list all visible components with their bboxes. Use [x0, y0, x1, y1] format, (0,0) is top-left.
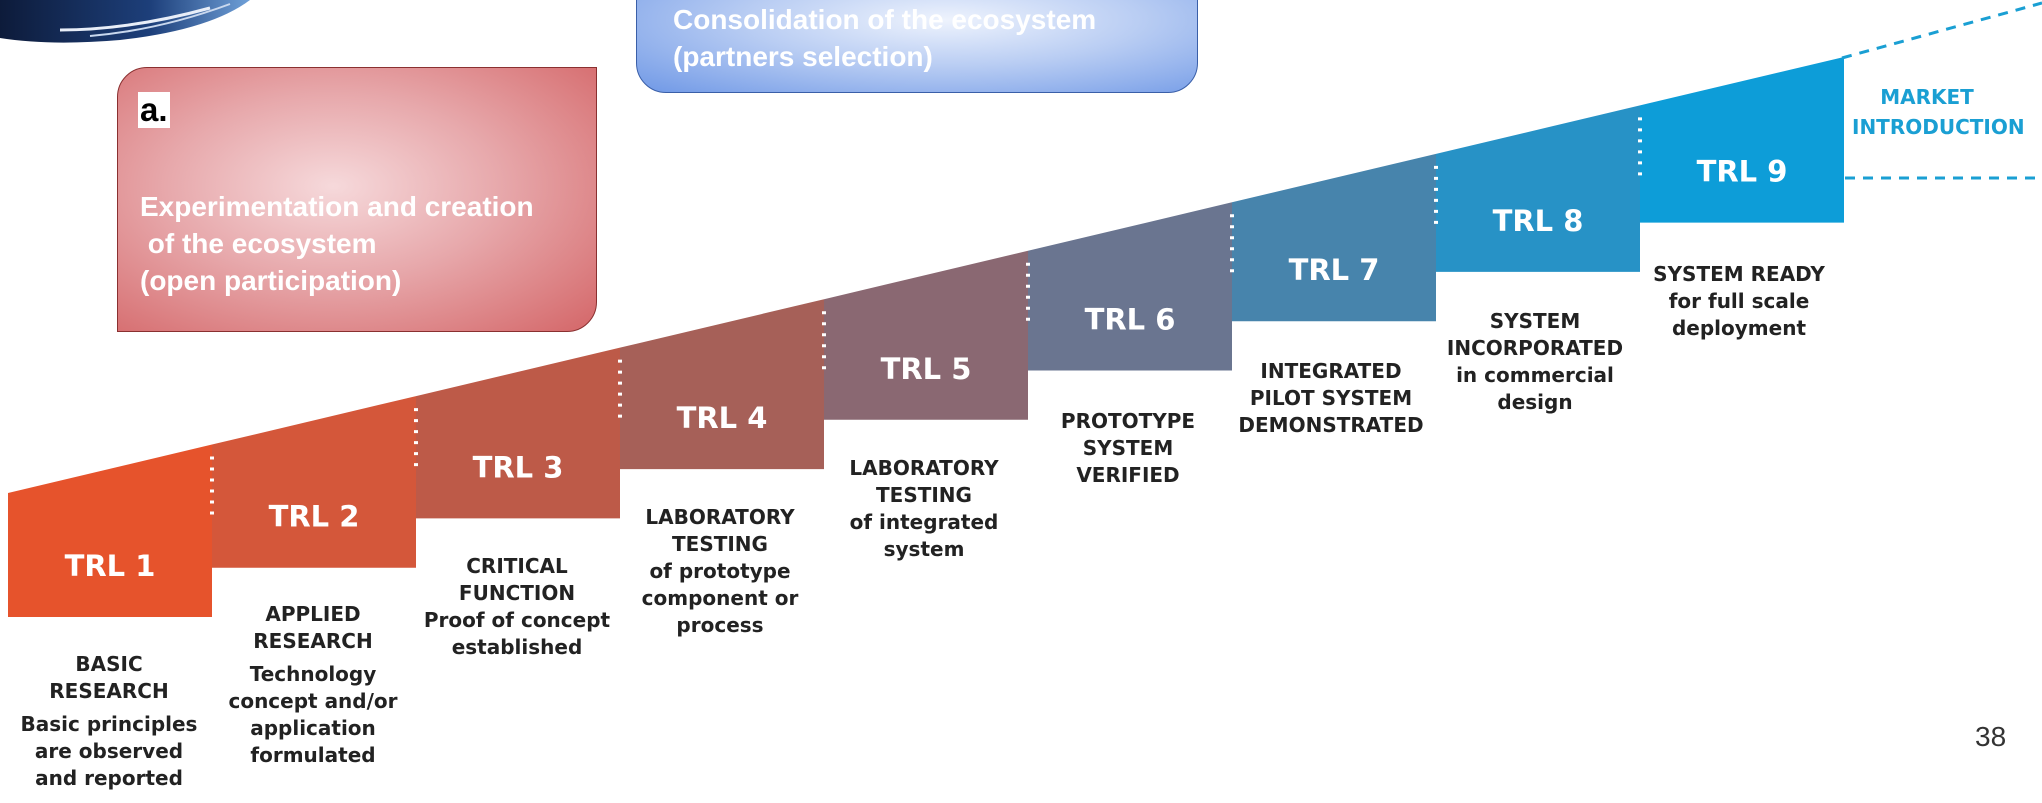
step-3-heading: CRITICAL FUNCTION: [458, 554, 576, 605]
step-5-description: LABORATORY TESTING of integrated system: [814, 455, 1034, 563]
trl-step-3: [416, 347, 620, 519]
trl-label-7: TRL 7: [1289, 253, 1380, 287]
step-4-body: of prototype component or process: [641, 559, 799, 637]
step-8-description: SYSTEM INCORPORATED in commercial design: [1425, 308, 1645, 416]
step-6-description: PROTOTYPE SYSTEM VERIFIED: [1018, 408, 1238, 489]
step-1-description: BASIC RESEARCH Basic principles are obse…: [0, 651, 219, 792]
step-1-heading: BASIC RESEARCH: [49, 652, 169, 703]
open-participation-text: Experimentation and creation of the ecos…: [140, 191, 534, 296]
open-participation-box: a. Experimentation and creation of the e…: [117, 67, 597, 332]
trl-step-8: [1436, 105, 1640, 272]
step-7-heading: INTEGRATED PILOT SYSTEM DEMONSTRATED: [1238, 359, 1424, 437]
trl-label-1: TRL 1: [65, 549, 156, 583]
step-4-description: LABORATORY TESTING of prototype componen…: [610, 504, 830, 639]
step-9-description: SYSTEM READY for full scale deployment: [1629, 261, 1849, 342]
trl-step-5: [824, 250, 1028, 420]
step-9-body: for full scale deployment: [1668, 289, 1810, 340]
trl-step-1: [8, 444, 212, 617]
trl-label-6: TRL 6: [1085, 303, 1176, 337]
step-5-heading: LABORATORY TESTING: [849, 456, 999, 507]
step-1-body: Basic principles are observed and report…: [20, 712, 198, 790]
trl-label-2: TRL 2: [269, 500, 360, 534]
page-number: 38: [1975, 721, 2007, 752]
trl-label-8: TRL 8: [1493, 204, 1584, 238]
trl-label-5: TRL 5: [881, 352, 972, 386]
step-3-description: CRITICAL FUNCTION Proof of concept estab…: [407, 553, 627, 661]
step-8-heading: SYSTEM INCORPORATED: [1446, 309, 1624, 360]
trl-step-9: [1640, 56, 1844, 223]
step-2-heading: APPLIED RESEARCH: [253, 602, 373, 653]
corner-decorative-image: [0, 0, 260, 50]
step-6-heading: PROTOTYPE SYSTEM VERIFIED: [1060, 409, 1196, 487]
step-2-description: APPLIED RESEARCH Technology concept and/…: [203, 601, 423, 769]
trl-label-4: TRL 4: [677, 401, 768, 435]
step-5-body: of integrated system: [849, 510, 999, 561]
partners-selection-box: Consolidation of the ecosystem (partners…: [636, 0, 1198, 93]
trl-step-7: [1232, 153, 1436, 322]
trl-step-6: [1028, 202, 1232, 371]
trl-step-4: [620, 299, 824, 470]
market-introduction-label: MARKET INTRODUCTION: [1852, 85, 2025, 139]
step-9-heading: SYSTEM READY: [1653, 262, 1825, 286]
market-dashed-line-top: [1841, 1, 2042, 60]
step-7-description: INTEGRATED PILOT SYSTEM DEMONSTRATED: [1221, 358, 1441, 439]
step-4-heading: LABORATORY TESTING: [645, 505, 795, 556]
trl-step-2: [212, 396, 416, 568]
trl-label-3: TRL 3: [473, 450, 564, 484]
step-8-body: in commercial design: [1456, 363, 1614, 414]
step-3-body: Proof of concept established: [423, 608, 611, 659]
box-letter-label: a.: [138, 91, 170, 128]
partners-selection-text: Consolidation of the ecosystem (partners…: [673, 4, 1097, 72]
step-2-body: Technology concept and/or application fo…: [228, 662, 398, 767]
trl-label-9: TRL 9: [1697, 155, 1788, 189]
